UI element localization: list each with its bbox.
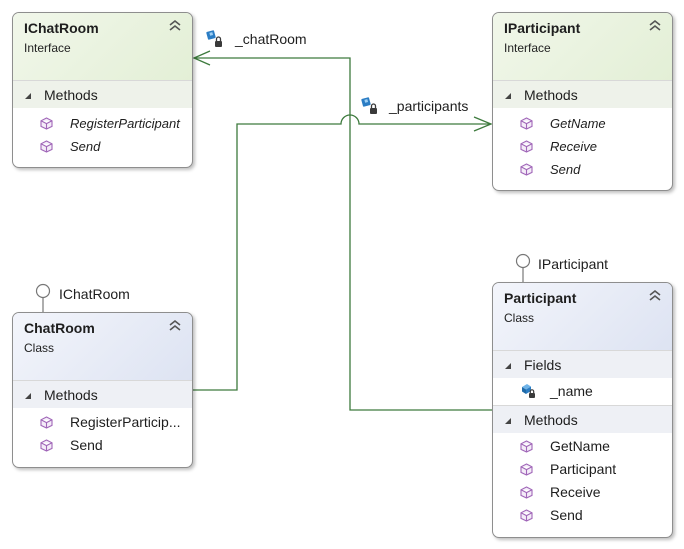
private-field-icon [522, 384, 535, 398]
method-name: Participant [550, 461, 617, 477]
collapse-icon[interactable] [168, 19, 182, 33]
method-name: Send [550, 162, 581, 177]
iparticipant-method-item[interactable]: GetName [493, 112, 672, 135]
method-cube-icon [40, 416, 53, 429]
interface-lollipop-icon [515, 253, 531, 283]
collapse-icon[interactable] [648, 19, 662, 33]
method-cube-icon [40, 140, 53, 153]
chatroom-header: ChatRoom Class [13, 313, 192, 380]
method-name: RegisterParticipant [70, 116, 180, 131]
field-name: _name [550, 383, 593, 399]
participant-methods-label: Methods [524, 412, 578, 428]
chatroom-class-box[interactable]: ChatRoom Class Methods RegisterParticip.… [12, 312, 193, 468]
method-name: Send [550, 507, 583, 523]
ichatroom-method-item[interactable]: Send [13, 135, 192, 158]
iparticipant-title: IParticipant [504, 20, 581, 36]
iparticipant-methods-label: Methods [524, 87, 578, 103]
participant-method-item[interactable]: GetName [493, 435, 672, 458]
chatroom-method-item[interactable]: Send [13, 434, 192, 457]
method-cube-icon [520, 117, 533, 130]
participant-method-item[interactable]: Receive [493, 481, 672, 504]
chatroom-title: ChatRoom [24, 320, 95, 336]
method-cube-icon [520, 509, 533, 522]
method-name: Send [70, 139, 101, 154]
chatroom-association-text: _chatRoom [235, 31, 307, 47]
participant-method-item[interactable]: Participant [493, 458, 672, 481]
collapse-icon[interactable] [168, 319, 182, 333]
iparticipant-header: IParticipant Interface [493, 13, 672, 80]
iparticipant-method-item[interactable]: Send [493, 158, 672, 181]
ichatroom-interface-box[interactable]: IChatRoom Interface Methods RegisterPart… [12, 12, 193, 168]
method-name: Send [70, 437, 103, 453]
chatroom-arrowhead [192, 50, 211, 66]
participant-method-item[interactable]: Send [493, 504, 672, 527]
participants-association-text: _participants [389, 98, 469, 114]
method-name: RegisterParticip... [70, 414, 181, 430]
method-name: GetName [550, 438, 610, 454]
ichatroom-method-item[interactable]: RegisterParticipant [13, 112, 192, 135]
chatroom-methods-section[interactable]: Methods [13, 380, 192, 408]
chatroom-lollipop-label: IChatRoom [59, 286, 130, 302]
collapse-icon[interactable] [648, 289, 662, 303]
iparticipant-interface-box[interactable]: IParticipant Interface Methods GetName R… [492, 12, 673, 191]
participant-fields-label: Fields [524, 357, 562, 373]
chatroom-subtitle: Class [24, 341, 55, 355]
ichatroom-title: IChatRoom [24, 20, 99, 36]
participant-class-box[interactable]: Participant Class Fields _name Methods G… [492, 282, 673, 538]
ichatroom-methods-section[interactable]: Methods [13, 80, 192, 108]
method-name: GetName [550, 116, 606, 131]
participant-methods-section[interactable]: Methods [493, 405, 672, 433]
participant-fields-section[interactable]: Fields [493, 350, 672, 378]
participant-field-item[interactable]: _name [493, 378, 672, 405]
private-property-icon [361, 97, 377, 114]
participants-association-line[interactable] [193, 114, 490, 391]
participant-subtitle: Class [504, 311, 535, 325]
method-cube-icon [520, 463, 533, 476]
triangle-expanded-icon [505, 93, 511, 99]
ichatroom-subtitle: Interface [24, 41, 71, 55]
chatroom-method-item[interactable]: RegisterParticip... [13, 411, 192, 434]
method-cube-icon [40, 117, 53, 130]
iparticipant-method-item[interactable]: Receive [493, 135, 672, 158]
ichatroom-header: IChatRoom Interface [13, 13, 192, 80]
method-cube-icon [520, 486, 533, 499]
participants-arrowhead [473, 116, 493, 132]
participant-lollipop-label: IParticipant [538, 256, 609, 272]
method-cube-icon [520, 163, 533, 176]
triangle-expanded-icon [505, 418, 511, 424]
triangle-expanded-icon [505, 363, 511, 369]
method-name: Receive [550, 139, 597, 154]
interface-lollipop-icon [35, 283, 51, 313]
method-cube-icon [520, 140, 533, 153]
method-name: Receive [550, 484, 601, 500]
iparticipant-methods-section[interactable]: Methods [493, 80, 672, 108]
participant-title: Participant [504, 290, 577, 306]
participant-header: Participant Class [493, 283, 672, 350]
private-property-icon [206, 30, 222, 47]
chatroom-methods-label: Methods [44, 387, 98, 403]
ichatroom-methods-label: Methods [44, 87, 98, 103]
triangle-expanded-icon [25, 393, 31, 399]
method-cube-icon [40, 439, 53, 452]
triangle-expanded-icon [25, 93, 31, 99]
iparticipant-subtitle: Interface [504, 41, 551, 55]
method-cube-icon [520, 440, 533, 453]
